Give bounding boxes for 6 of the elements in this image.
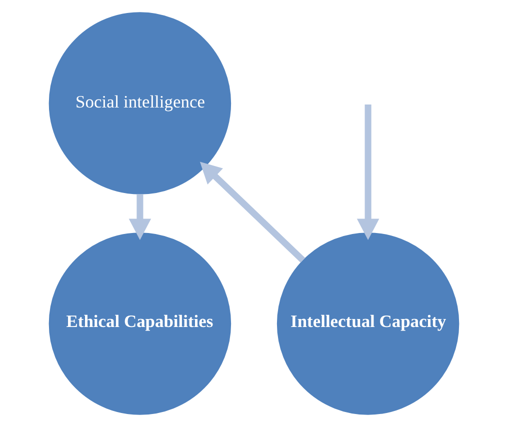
arrow [128,194,152,240]
node-circle: Social intelligence [48,12,232,194]
arrow [200,162,306,263]
arrow [356,104,380,240]
node-circle: Intellectual Capacity [276,232,460,415]
node-circle: Ethical Capabilities [48,232,232,415]
